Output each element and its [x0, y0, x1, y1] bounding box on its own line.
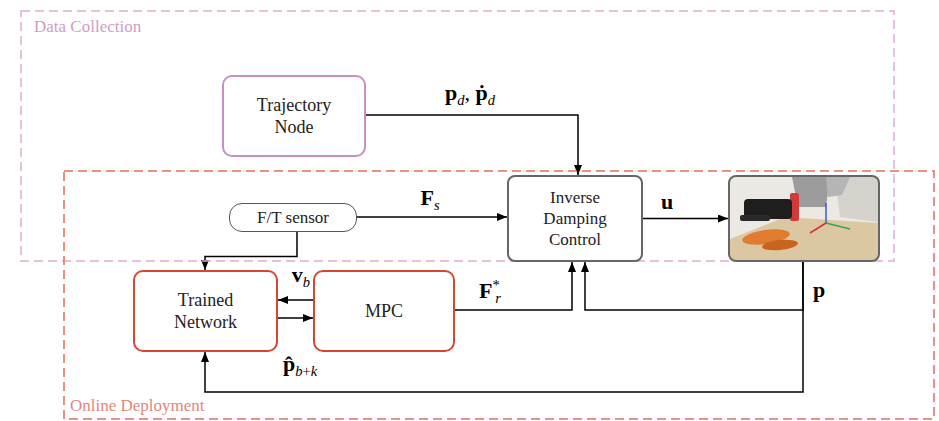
region-band: Data CollectionTrajectory Node — [20, 10, 895, 262]
object — [762, 238, 799, 252]
process-box: Trajectory Node — [222, 75, 366, 157]
symbol-glyph: p — [813, 277, 825, 302]
process-box: MPC — [313, 270, 455, 352]
signal-arrow — [205, 262, 803, 392]
box-label: MPC — [365, 300, 403, 322]
photo-background — [730, 177, 878, 260]
signal-arrow — [455, 262, 572, 310]
box-label: F/T sensor — [257, 207, 329, 228]
symbol-glyph — [470, 80, 476, 105]
robot-photo — [730, 177, 878, 260]
symbol-glyph: , — [465, 80, 471, 105]
symbol-glyph: r — [495, 290, 501, 306]
axis-x — [810, 223, 826, 233]
region-border — [64, 171, 934, 419]
region-border — [21, 11, 894, 261]
symbol-glyph: k — [311, 363, 317, 379]
signal-label: F*r — [477, 278, 503, 305]
signal-arrow — [205, 232, 297, 271]
signal-arrow — [585, 262, 803, 310]
photo-frame — [728, 175, 880, 262]
signal-arrow — [643, 218, 728, 220]
box-label: Trajectory Node — [238, 94, 350, 138]
signal-label: p — [811, 279, 827, 301]
photo-table — [730, 217, 878, 260]
symbol-glyph: + — [302, 363, 310, 379]
symbol-glyph: p̂ — [283, 351, 295, 376]
symbol-glyph: ṗ — [476, 80, 488, 105]
symbol-glyph: d — [488, 92, 495, 108]
process-box: Trained Network — [133, 270, 278, 352]
axis-y — [826, 223, 850, 229]
box-label: Trained Network — [150, 289, 262, 333]
box-label: Inverse Damping Control — [533, 187, 617, 250]
symbol-glyph: s — [434, 197, 440, 213]
signal-arrow — [357, 216, 507, 218]
symbol-glyph: F — [420, 185, 433, 210]
symbol-glyph: p — [445, 80, 457, 105]
symbol-glyph: b — [303, 274, 310, 290]
symbol-glyph: b — [295, 363, 302, 379]
signal-label: Fs — [418, 187, 441, 212]
signal-arrow — [278, 317, 313, 319]
signal-label: pd, ṗd — [443, 82, 497, 107]
symbol-glyph: F — [479, 278, 492, 303]
symbol-glyph: d — [457, 92, 464, 108]
symbol-glyph: u — [661, 189, 673, 214]
gripper-finger — [740, 215, 770, 221]
region-heading: Data Collection — [34, 17, 141, 37]
symbol-glyph: v — [292, 262, 303, 287]
signal-label: u — [659, 191, 675, 213]
signal-label: p̂b+k — [281, 353, 319, 378]
sensor-box: F/T sensor — [229, 203, 357, 232]
region-outline — [20, 10, 895, 262]
signal-label: vb — [290, 264, 312, 289]
signal-arrow — [366, 115, 578, 175]
process-box: Inverse Damping Control — [507, 175, 643, 262]
robot-arm — [826, 177, 850, 197]
signal-arrow — [278, 299, 313, 301]
region-heading: Online Deployment — [70, 396, 205, 416]
axis-z — [825, 203, 827, 223]
